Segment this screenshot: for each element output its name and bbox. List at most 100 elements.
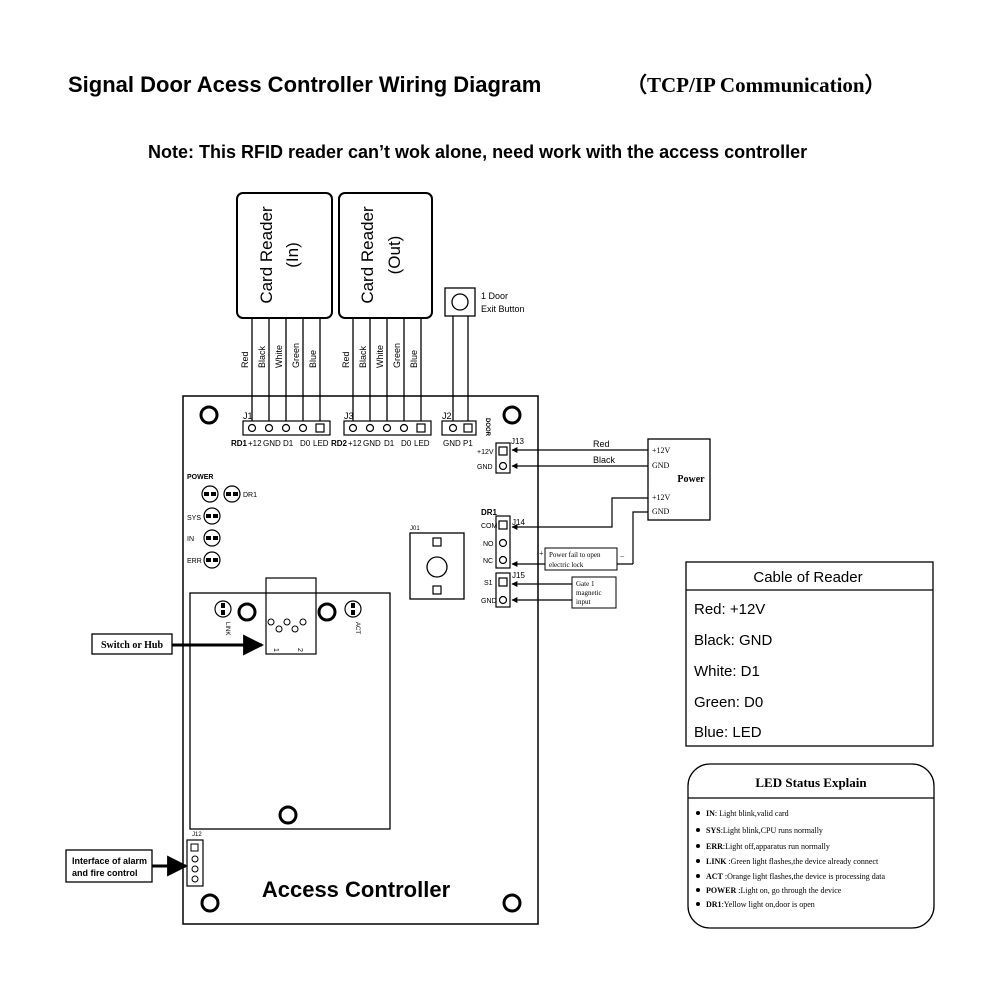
led-status-panel: LED Status Explain IN: Light blink,valid… (687, 763, 935, 929)
cable-row: White: D1 (694, 663, 760, 680)
gate-note: Gate 1 magnetic input (571, 576, 617, 609)
in-led-icon (203, 529, 221, 547)
lock-note-text: electric lock (549, 561, 584, 569)
link-led-icon (214, 600, 232, 618)
power-wire-label: Red (593, 439, 610, 449)
act-led-icon (344, 600, 362, 618)
j2-pin-label: GND (443, 439, 461, 448)
network-module: 1 2 LINK ACT (189, 577, 391, 830)
exit-button: 1 Door Exit Button (444, 287, 525, 422)
power-wire-label: Black (593, 455, 616, 465)
j3-pin-label: D1 (384, 439, 395, 448)
card-reader-out-direction: (Out) (385, 236, 404, 275)
j3-pin-label: +12 (348, 439, 362, 448)
alarm-interface: Interface of alarm and fire control (65, 849, 189, 883)
controller-label: Access Controller (262, 877, 451, 902)
led-status-title: LED Status Explain (755, 775, 867, 790)
j3-pin-label: D0 (401, 439, 412, 448)
j12-connector: J12 (186, 832, 204, 887)
rj45-port (265, 577, 317, 655)
alarm-label: and fire control (72, 868, 138, 878)
sys-led-icon (203, 507, 221, 525)
j1-pin-label: +12 (248, 439, 262, 448)
cable-row: Red: +12V (694, 601, 765, 618)
j1-pin-label: D0 (300, 439, 311, 448)
card-reader-in: Card Reader (In) (236, 192, 333, 319)
j15-pin-label: GND (481, 598, 497, 605)
j13-label: J13 (511, 437, 524, 446)
led-indicators: POWER DR1 SYS IN ERR (187, 474, 257, 569)
cable-row: Blue: LED (694, 724, 762, 741)
cable-table: Cable of Reader Red: +12V Black: GND Whi… (685, 561, 934, 747)
j14-pin-label: NC (483, 558, 493, 565)
led-status-item: LINK :Green light flashes,the device alr… (706, 857, 879, 866)
err-led-icon (203, 551, 221, 569)
power-terminal-label: GND (652, 461, 670, 470)
power-led-icon (201, 485, 219, 503)
j3-pin-label: GND (363, 439, 381, 448)
j1-pin-label: D1 (283, 439, 294, 448)
controller-board (182, 395, 539, 925)
wire-label: Black (358, 345, 368, 368)
cable-row: Black: GND (694, 632, 773, 649)
j3-pin-label: LED (414, 439, 430, 448)
j12-label: J12 (192, 832, 202, 838)
alarm-label: Interface of alarm (72, 856, 147, 866)
sys-led-label: SYS (187, 515, 201, 522)
in-led-label: IN (187, 536, 194, 543)
j14-pin-label: NO (483, 541, 494, 548)
card-reader-in-direction: (In) (283, 242, 302, 268)
lock-note: + Power fail to open electric lock − (539, 547, 625, 571)
wire-label: Blue (409, 350, 419, 368)
power-terminal-label: GND (652, 507, 670, 516)
j13-connector: J13 +12V GND (477, 437, 524, 474)
led-status-item: SYS:Light blink,CPU runs normally (706, 826, 823, 835)
j15-connector: J15 S1 GND (481, 571, 525, 608)
j2-label: J2 (442, 411, 452, 421)
lock-plus: + (539, 549, 544, 558)
link-led-label: LINK (224, 622, 230, 635)
wire-label: Green (392, 343, 402, 368)
cable-row: Green: D0 (694, 694, 763, 711)
lock-note-text: Power fail to open (549, 551, 601, 559)
wire-labels: Red Black White Green Blue Red Black Whi… (240, 343, 419, 368)
j3-label: J3 (344, 411, 354, 421)
power-supply: +12V GND Power +12V GND (647, 438, 711, 521)
card-reader-out-label: Card Reader (358, 206, 377, 304)
j1-connector: J1 RD1 +12 GND D1 D0 LED (231, 411, 331, 448)
reader-wires (251, 318, 422, 422)
j1-pin-label: RD1 (231, 439, 248, 448)
power-supply-label: Power (677, 474, 705, 485)
j14-connector: DR1 J14 COM NO NC (481, 508, 525, 569)
led-status-item: ERR:Light off,apparatus run normally (706, 842, 830, 851)
wire-label: Red (341, 351, 351, 368)
mounting-holes (199, 405, 522, 913)
wire-label: Black (257, 345, 267, 368)
switch-hub-label: Switch or Hub (101, 640, 163, 651)
j3-connector: J3 RD2 +12 GND D1 D0 LED (331, 411, 432, 448)
j2-connector: J2 DOOR GND P1 (441, 411, 490, 448)
j1-pin-label: LED (313, 439, 329, 448)
power-led-label: POWER (187, 474, 213, 481)
lock-minus: − (620, 552, 625, 561)
card-reader-in-label: Card Reader (257, 206, 276, 304)
wire-label: White (375, 345, 385, 368)
gate-note-text: magnetic (576, 589, 602, 597)
dr1-led-icon (223, 485, 241, 503)
wire-label: White (274, 345, 284, 368)
led-status-item: DR1:Yellow light on,door is open (706, 900, 815, 909)
led-status-item: POWER :Light on, go through the device (706, 886, 842, 895)
j3-pin-label: RD2 (331, 439, 348, 448)
page-title: Signal Door Acess Controller Wiring Diag… (68, 72, 541, 97)
power-terminal-label: +12V (652, 493, 671, 502)
j01-label: J01 (410, 526, 420, 532)
gate-note-text: input (576, 598, 590, 606)
cable-table-header: Cable of Reader (753, 569, 862, 586)
wire-label: Red (240, 351, 250, 368)
power-terminal-label: +12V (652, 446, 671, 455)
switch-hub: Switch or Hub (91, 633, 265, 656)
act-led-label: ACT (354, 622, 360, 634)
wire-label: Green (291, 343, 301, 368)
gate-note-text: Gate 1 (576, 580, 595, 588)
